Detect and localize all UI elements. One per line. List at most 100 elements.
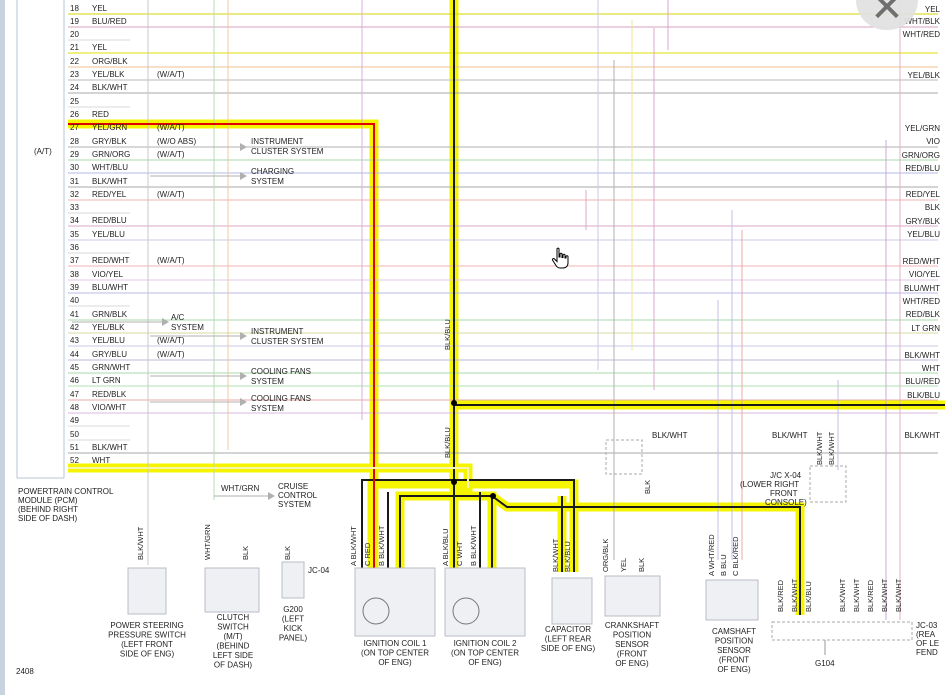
jcx04-label: (LOWER RIGHT [740,480,799,489]
component-label: (BEHIND [217,642,250,651]
wire-label: BLK/WHT [772,431,808,440]
connector-wire-label: BLK/RED [866,579,875,612]
component-label: SWITCH [217,623,249,632]
highlighted-circuit [449,0,945,410]
pin-wire-label: BLU/WHT [92,283,128,292]
right-wire-label: LT GRN [911,324,940,333]
right-wire-label: RED/WHT [903,257,940,266]
connector-wire-label: BLK [241,546,250,560]
connector-wire-label: BLK/WHT [827,431,836,465]
component-box [204,567,260,613]
component-label: (FRONT [617,650,647,659]
destination-label: CLUSTER SYSTEM [251,147,324,156]
pin-number: 32 [70,190,79,199]
pcm-label: (BEHIND RIGHT [18,505,78,514]
pin-number: 49 [70,416,79,425]
component-box [127,567,167,615]
pin-number: 29 [70,150,79,159]
connector-wire-label: BLK/BLU [804,581,813,612]
arrow-icon [268,492,275,500]
cruise-label: SYSTEM [278,500,311,509]
jc03-label: JC-03 [916,621,938,630]
g104-label: G104 [815,659,835,668]
pin-wire-label: RED [92,110,109,119]
connector-wire-label: ORG/BLK [601,539,610,572]
destination-label: A/C [171,313,185,322]
pin-number: 52 [70,456,79,465]
wire-label-vertical: BLK [643,480,652,494]
connector-wire-label: BLK/WHT [894,578,903,612]
right-wire-label: YEL/GRN [905,124,940,133]
highlighted-wire [453,0,945,406]
cruise-label: CONTROL [278,491,318,500]
component-label: (M/T) [223,632,242,641]
connector-wire-label: BLK/WHT [880,578,889,612]
pin-number: 20 [70,30,79,39]
connector-wire-label: C BLK/RED [731,536,740,576]
component-label: OF ENG) [468,658,502,667]
connector-wire-label: B BLK/WHT [469,525,478,566]
connector-wire-label: A WHT/RED [707,534,716,576]
page-number: 2408 [16,667,34,676]
pin-wire-label: YEL [92,43,108,52]
connector-wire-label: BLK [283,546,292,560]
right-wire-label: WHT/BLK [904,17,940,26]
connector-box [605,439,643,475]
arrow-icon [240,332,247,340]
ground-connector [771,621,913,641]
connector-wire-label: BLK/BLU [563,541,572,572]
right-wire-label: WHT [922,364,940,373]
destination-label: CHARGING [251,167,294,176]
splice-dot [451,400,457,406]
pin-number: 23 [70,70,79,79]
pcm-label: MODULE (PCM) [18,496,78,505]
highlighted-wire [399,495,493,572]
destination-label: COOLING FANS [251,394,311,403]
connector-wire-label: BLK/WHT [838,578,847,612]
component-label: SIDE OF ENG) [120,650,175,659]
pin-number: 30 [70,163,79,172]
right-wire-label: YEL/BLK [908,71,941,80]
pin-number: 21 [70,43,79,52]
pin-number: 42 [70,323,79,332]
jc04-label: JC-04 [308,566,330,575]
pin-number: 50 [70,430,79,439]
right-wire-label: RED/BLK [906,310,941,319]
pin-option-note: (W/A/T) [157,256,185,265]
right-wire-label: WHT/RED [903,297,941,306]
connector-wire-label: BLK/WHT [790,578,799,612]
hand-cursor-icon [551,247,569,269]
arrow-icon [162,318,169,326]
pin-number: 22 [70,57,79,66]
pin-number: 19 [70,17,79,26]
pin-number: 33 [70,203,79,212]
connector-wire-label: BLK/WHT [852,578,861,612]
component-label: (ON TOP CENTER [361,649,429,658]
component-label: CAPACITOR [545,625,591,634]
right-wire-label: BLU/WHT [904,284,940,293]
right-wire-label: RED/YEL [906,190,941,199]
pin-number: 48 [70,403,79,412]
component-label: POWER STEERING [110,621,183,630]
pin-number: 34 [70,216,79,225]
connector-wire-label: A BLK/BLU [441,528,450,566]
component-label: (LEFT FRONT [121,640,173,649]
component-box [281,561,305,599]
component-label: POSITION [613,631,651,640]
right-wire-label: YEL/BLU [907,230,940,239]
pin-wire-label: ORG/BLK [92,57,128,66]
component-label: SENSOR [717,646,751,655]
component-label: KICK [284,624,303,633]
pin-wire-label: WHT/BLU [92,163,128,172]
connector-wire-label: BLK/RED [776,579,785,612]
component-label: SENSOR [615,640,649,649]
pcm-label: SIDE OF DASH) [18,514,77,523]
destination-label: SYSTEM [171,323,204,332]
arrow-icon [240,172,247,180]
component-label: OF ENG) [717,665,751,674]
pin-wire-label: VIO/WHT [92,403,126,412]
cruise-label: CRUISE [278,482,308,491]
right-wire-label: VIO/YEL [909,270,941,279]
